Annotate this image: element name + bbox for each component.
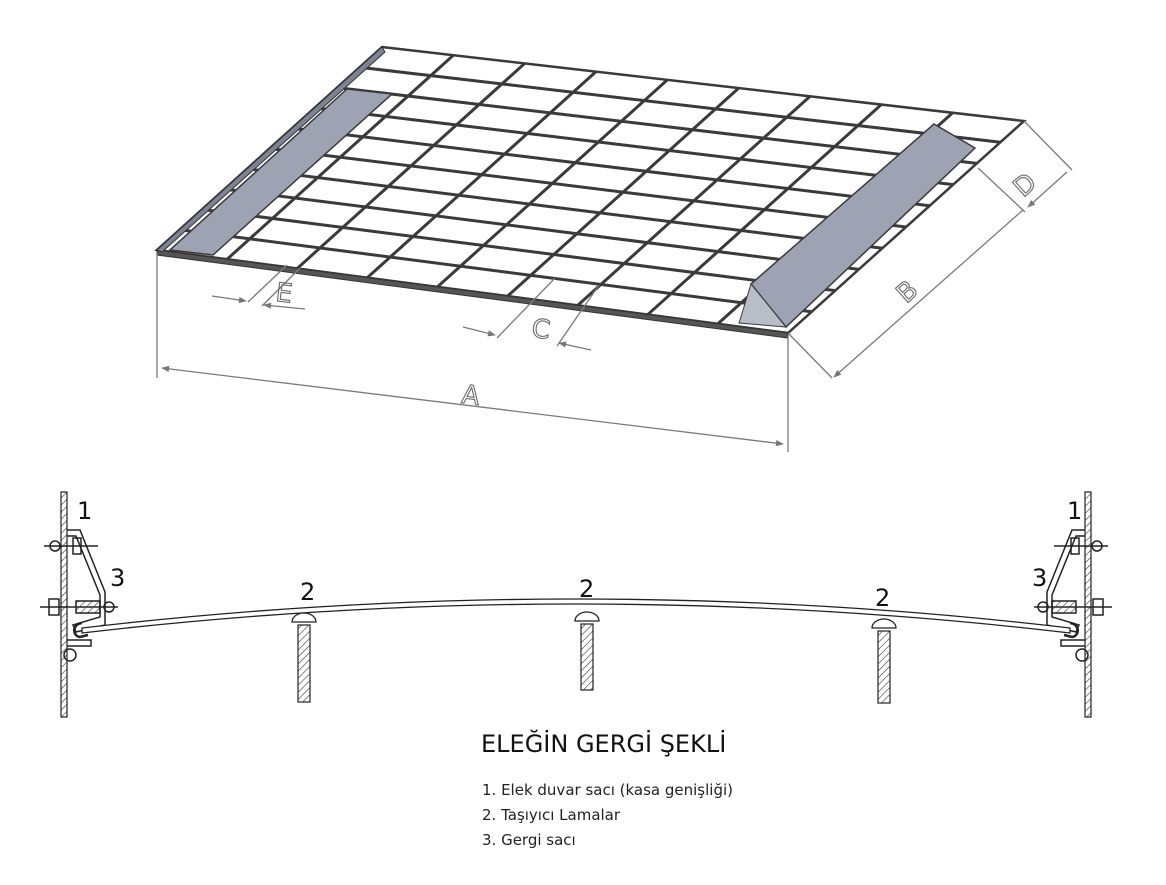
legend-item: 3. Gergi sacı	[482, 831, 576, 849]
carrier-bar-right	[871, 618, 897, 704]
screen-grid	[179, 54, 1001, 325]
tension-cross-section: 1 1 3 3 2 2 2	[40, 491, 1112, 718]
grid-wire-transverse	[226, 54, 455, 261]
left-cover-plate	[168, 88, 394, 256]
right-wall	[1084, 491, 1092, 718]
dimension-label-e: E	[274, 278, 294, 310]
label-tension-right: 3	[1032, 564, 1047, 592]
label-tension-left: 3	[110, 564, 125, 592]
label-carrier-left: 2	[300, 578, 315, 606]
legend-item: 1. Elek duvar sacı (kasa genişliği)	[482, 781, 733, 799]
right-tension-bracket	[1034, 529, 1112, 662]
dimension-label-b: B	[891, 275, 924, 309]
grid-wire-transverse	[296, 62, 526, 270]
grid-wire-longitudinal	[179, 228, 812, 314]
dimension-lines	[156, 120, 1073, 452]
grid-wire-transverse	[506, 86, 740, 298]
carrier-bar-left	[291, 612, 317, 703]
carrier-bar-center	[574, 611, 600, 691]
label-carrier-center: 2	[579, 575, 594, 603]
label-wall-left: 1	[77, 497, 92, 525]
grid-wire-transverse	[646, 103, 883, 316]
grid-wire-longitudinal	[246, 167, 883, 250]
grid-wire-longitudinal	[359, 65, 1001, 144]
legend-item: 2. Taşıyıcı Lamalar	[482, 806, 621, 824]
left-tension-bracket	[40, 529, 118, 662]
isometric-screen-panel	[154, 45, 1027, 339]
screen-mesh-curve	[81, 598, 1071, 634]
grid-wire-longitudinal	[269, 147, 907, 229]
left-side-flange	[156, 46, 386, 253]
right-cover-plate-lower	[738, 282, 788, 328]
grid-wire-transverse	[576, 95, 812, 307]
grid-wire-longitudinal	[291, 126, 930, 208]
grid-wire-transverse	[436, 78, 669, 289]
grid-wire-transverse	[366, 70, 598, 279]
label-carrier-right: 2	[875, 584, 890, 612]
diagram-title: ELEĞİN GERGİ ŞEKLİ	[481, 728, 726, 758]
label-wall-right: 1	[1067, 497, 1082, 525]
legend: 1. Elek duvar sacı (kasa genişliği) 2. T…	[482, 781, 733, 849]
grid-wire-longitudinal	[224, 187, 859, 271]
grid-wire-longitudinal	[314, 106, 954, 187]
dimension-label-a: A	[460, 380, 482, 412]
left-wall	[60, 491, 68, 718]
dimension-label-c: C	[530, 314, 552, 346]
grid-wire-longitudinal	[336, 86, 977, 165]
grid-wire-longitudinal	[201, 207, 836, 293]
